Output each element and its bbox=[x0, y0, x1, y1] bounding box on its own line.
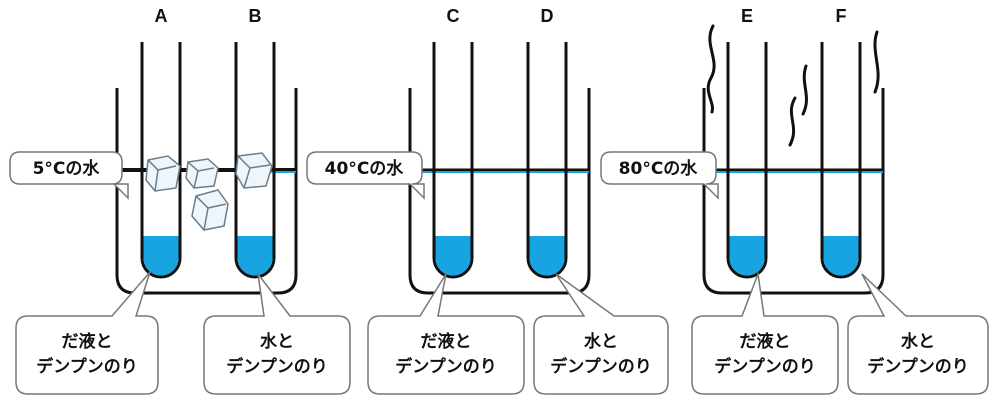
content-f-line2: デンプンのり bbox=[867, 356, 969, 377]
tube-label-f: F bbox=[836, 6, 847, 26]
liquid-fill bbox=[823, 236, 859, 276]
steam-line bbox=[873, 30, 880, 94]
content-callout-b: 水と デンプンのり bbox=[203, 271, 351, 395]
content-a-line1: だ液と bbox=[62, 331, 113, 352]
liquid-fill bbox=[729, 236, 765, 276]
content-d-line1: 水と bbox=[584, 331, 618, 352]
steam-line bbox=[801, 64, 808, 116]
content-d-line2: デンプンのり bbox=[550, 356, 652, 377]
content-callout-c: だ液と デンプンのり bbox=[367, 273, 525, 395]
content-callout-a: だ液と デンプンのり bbox=[15, 271, 159, 395]
content-e-line1: だ液と bbox=[740, 331, 791, 352]
content-b-line2: デンプンのり bbox=[226, 356, 328, 377]
ice-cube bbox=[191, 189, 229, 231]
tube-label-c: C bbox=[447, 6, 460, 26]
tube-label-d: D bbox=[541, 6, 554, 26]
steam-line bbox=[706, 24, 716, 114]
tube-label-b: B bbox=[249, 6, 262, 26]
water-label-5c: 5°Cの水 bbox=[33, 158, 101, 179]
content-e-line2: デンプンのり bbox=[714, 356, 816, 377]
ice-cube bbox=[235, 152, 273, 189]
content-callout-d: 水と デンプンのり bbox=[533, 273, 669, 395]
content-c-line2: デンプンのり bbox=[395, 356, 497, 377]
content-b-line1: 水と bbox=[260, 331, 294, 352]
water-label-80c: 80°Cの水 bbox=[619, 158, 699, 179]
water-label-40c: 40°Cの水 bbox=[325, 158, 405, 179]
content-callout-e: だ液と デンプンのり bbox=[691, 271, 839, 395]
water-callout-5c: 5°Cの水 bbox=[9, 151, 129, 200]
water-callout-40c: 40°Cの水 bbox=[306, 151, 425, 200]
tube-label-e: E bbox=[741, 6, 753, 26]
tube-label-a: A bbox=[155, 6, 168, 26]
ice-cubes bbox=[145, 152, 273, 231]
test-tube-d bbox=[526, 42, 568, 279]
liquid-fill bbox=[237, 236, 273, 276]
liquid-fill bbox=[529, 236, 565, 276]
ice-cube bbox=[145, 155, 181, 192]
content-a-line2: デンプンのり bbox=[36, 356, 138, 377]
content-callout-f: 水と デンプンのり bbox=[847, 273, 989, 395]
test-tube-e bbox=[726, 42, 768, 279]
steam-lines bbox=[706, 24, 880, 147]
test-tube-f bbox=[820, 42, 862, 279]
test-tube-b bbox=[234, 42, 276, 279]
liquid-fill bbox=[435, 236, 471, 276]
steam-line bbox=[788, 96, 797, 147]
test-tube-c bbox=[432, 42, 474, 279]
beaker-80c bbox=[702, 88, 885, 295]
content-c-line1: だ液と bbox=[421, 331, 472, 352]
water-callout-80c: 80°Cの水 bbox=[600, 151, 719, 200]
beaker-40c bbox=[408, 88, 591, 295]
test-tube-a bbox=[140, 42, 182, 279]
content-f-line1: 水と bbox=[901, 331, 935, 352]
ice-cube bbox=[185, 158, 219, 189]
liquid-fill bbox=[143, 236, 179, 276]
